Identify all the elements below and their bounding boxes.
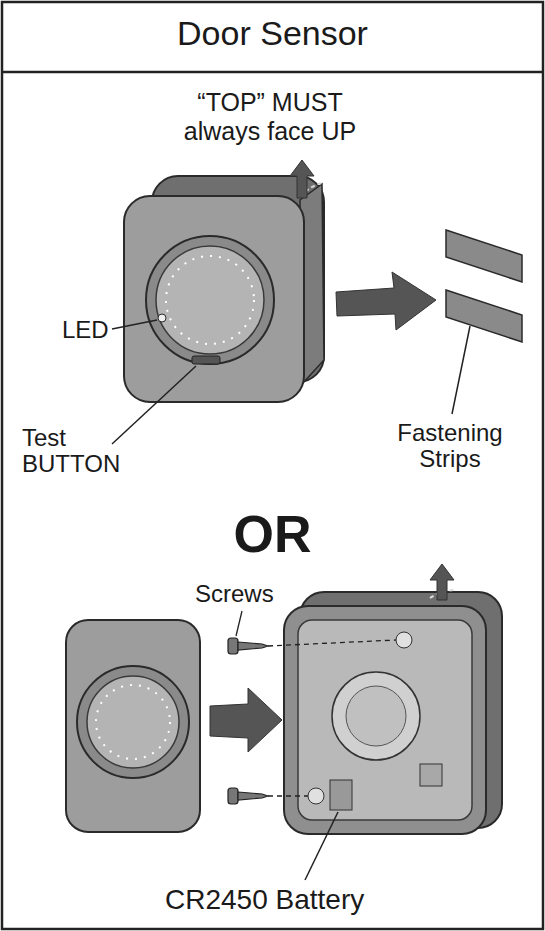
part-label: Fastening Strips [370, 420, 530, 473]
orientation-note: “TOP” MUST always face UP [165, 88, 375, 146]
part-label: Test BUTTON [22, 425, 134, 478]
part-label: LED [62, 316, 109, 344]
part-label: Screws [195, 580, 274, 608]
part-label: CR2450 Battery [165, 884, 364, 916]
or-label: OR [200, 505, 345, 565]
diagram-title: Door Sensor [2, 14, 543, 53]
